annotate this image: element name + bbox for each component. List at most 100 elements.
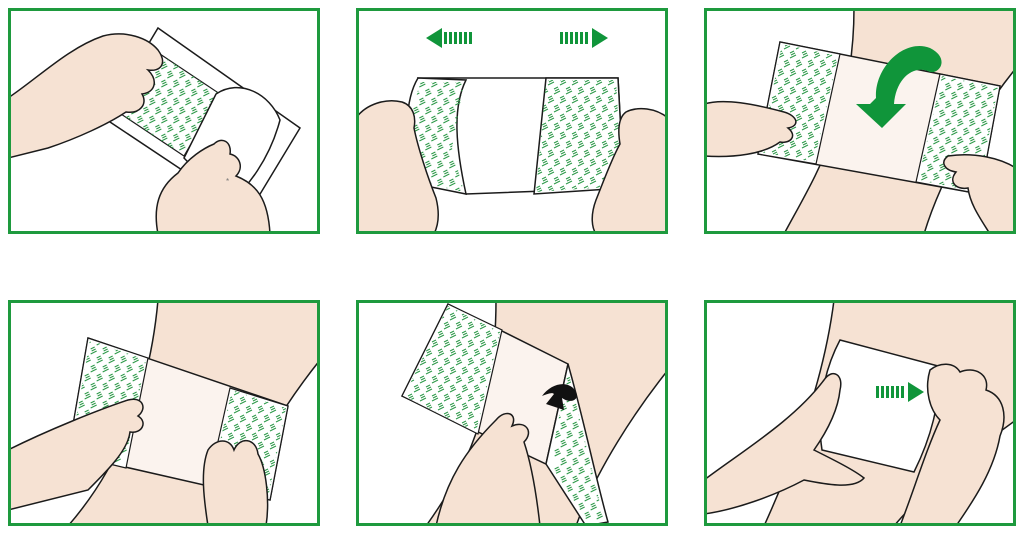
- print-mark: [479, 339, 487, 348]
- print-mark: [547, 95, 555, 104]
- print-mark: [161, 115, 168, 124]
- print-mark: [933, 136, 940, 145]
- print-mark: [419, 393, 427, 402]
- print-mark: [102, 364, 109, 373]
- print-mark: [257, 405, 265, 414]
- hand-left: [8, 33, 164, 159]
- print-mark: [479, 357, 487, 366]
- print-mark: [945, 118, 952, 127]
- print-mark: [789, 104, 797, 113]
- print-mark: [969, 100, 976, 109]
- print-mark: [431, 169, 438, 178]
- print-mark: [601, 122, 609, 131]
- print-mark: [571, 80, 579, 86]
- print-mark: [554, 448, 561, 457]
- print-mark: [437, 142, 444, 151]
- print-mark: [437, 402, 445, 411]
- print-mark: [578, 484, 585, 493]
- print-mark: [553, 104, 561, 113]
- print-mark: [114, 382, 121, 391]
- print-mark: [813, 86, 821, 95]
- print-mark: [819, 77, 827, 86]
- print-mark: [601, 86, 609, 95]
- hand-right: [899, 363, 1005, 526]
- print-mark: [473, 366, 481, 375]
- print-mark: [789, 50, 797, 59]
- print-mark: [155, 88, 162, 97]
- print-mark: [437, 178, 444, 187]
- print-mark: [108, 391, 115, 400]
- print-mark: [84, 391, 91, 400]
- print-mark: [108, 373, 115, 382]
- print-mark: [571, 131, 579, 140]
- print-mark: [559, 80, 567, 86]
- print-mark: [449, 330, 457, 339]
- print-mark: [431, 97, 438, 106]
- print-mark: [419, 115, 426, 124]
- print-mark: [559, 149, 567, 158]
- print-mark: [425, 366, 433, 375]
- print-mark: [245, 423, 253, 432]
- print-mark: [559, 113, 567, 122]
- print-mark: [601, 158, 609, 167]
- print-mark: [945, 100, 952, 109]
- frame-step-6: [704, 300, 1016, 526]
- print-mark: [807, 131, 815, 140]
- print-mark: [149, 97, 156, 106]
- print-mark: [455, 82, 462, 88]
- print-mark: [263, 432, 271, 441]
- print-mark: [467, 339, 475, 348]
- print-mark: [939, 91, 946, 100]
- print-mark: [96, 391, 103, 400]
- print-mark: [589, 104, 597, 113]
- panel-step-4: [8, 300, 320, 526]
- print-mark: [589, 86, 597, 95]
- print-mark: [467, 375, 475, 384]
- panel-step-3: [704, 8, 1016, 234]
- print-mark: [553, 176, 561, 185]
- svg-text:*: *: [226, 177, 229, 186]
- print-mark: [589, 176, 597, 185]
- print-mark: [251, 414, 259, 423]
- print-mark: [437, 88, 444, 97]
- print-mark: [789, 140, 797, 149]
- print-mark: [431, 82, 438, 88]
- print-mark: [425, 348, 433, 357]
- print-mark: [120, 373, 127, 382]
- print-mark: [577, 122, 585, 131]
- hand-left: [704, 372, 866, 515]
- print-mark: [957, 136, 964, 145]
- print-mark: [473, 348, 481, 357]
- print-mark: [547, 131, 555, 140]
- print-mark: [583, 167, 591, 176]
- print-mark: [975, 127, 982, 136]
- print-mark: [443, 357, 451, 366]
- print-mark: [801, 50, 809, 59]
- print-mark: [939, 109, 946, 118]
- print-mark: [167, 88, 174, 97]
- print-mark: [485, 330, 493, 339]
- print-mark: [143, 106, 150, 115]
- panel-step-5: [356, 300, 668, 526]
- print-mark: [801, 86, 809, 95]
- print-mark: [239, 396, 247, 405]
- print-mark: [437, 124, 444, 133]
- print-mark: [449, 160, 456, 169]
- print-mark: [969, 136, 976, 145]
- print-mark: [571, 113, 579, 122]
- print-mark: [263, 450, 271, 459]
- print-mark: [939, 127, 946, 136]
- print-mark: [572, 457, 579, 466]
- print-mark: [437, 348, 445, 357]
- hand-right: [435, 412, 541, 526]
- print-mark: [571, 167, 579, 176]
- print-mark: [589, 122, 597, 131]
- print-mark: [120, 391, 127, 400]
- print-mark: [155, 106, 162, 115]
- print-mark: [126, 364, 133, 373]
- print-mark: [443, 393, 451, 402]
- print-mark: [437, 106, 444, 115]
- print-mark: [467, 411, 475, 420]
- print-mark: [449, 178, 456, 187]
- print-mark: [419, 375, 427, 384]
